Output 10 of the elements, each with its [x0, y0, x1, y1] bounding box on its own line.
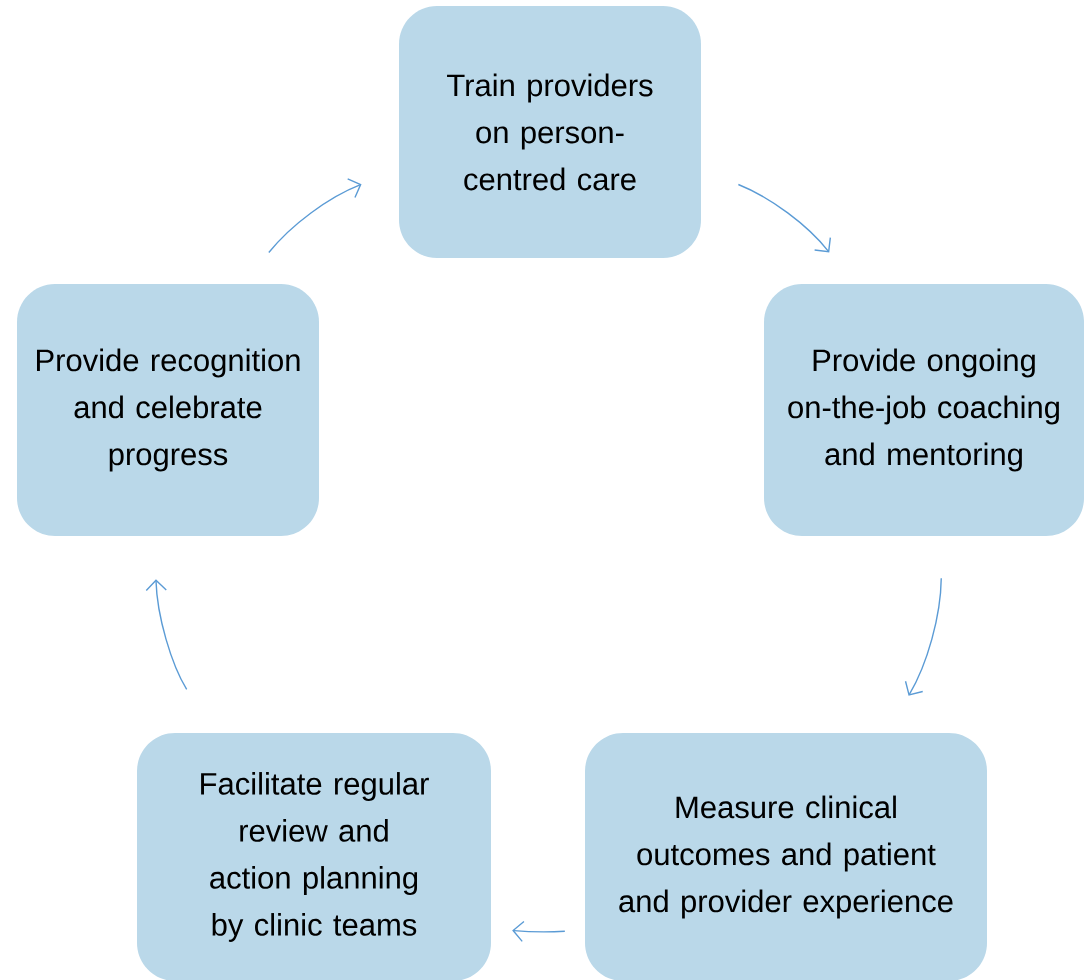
arrow [737, 183, 832, 253]
arrow [904, 577, 942, 696]
arrow [268, 178, 362, 254]
arrow [145, 579, 188, 691]
process-box: Provide recognition and celebrate progress [17, 284, 319, 536]
process-box: Provide ongoing on-the-job coaching and mentoring [764, 284, 1084, 536]
process-box: Facilitate regular review and action planning by clinic teams [137, 733, 491, 980]
arrow [512, 920, 566, 943]
process-box: Measure clinical outcomes and patient and provider experience [585, 733, 987, 980]
process-box: Train providers on person-centred care [399, 6, 701, 258]
